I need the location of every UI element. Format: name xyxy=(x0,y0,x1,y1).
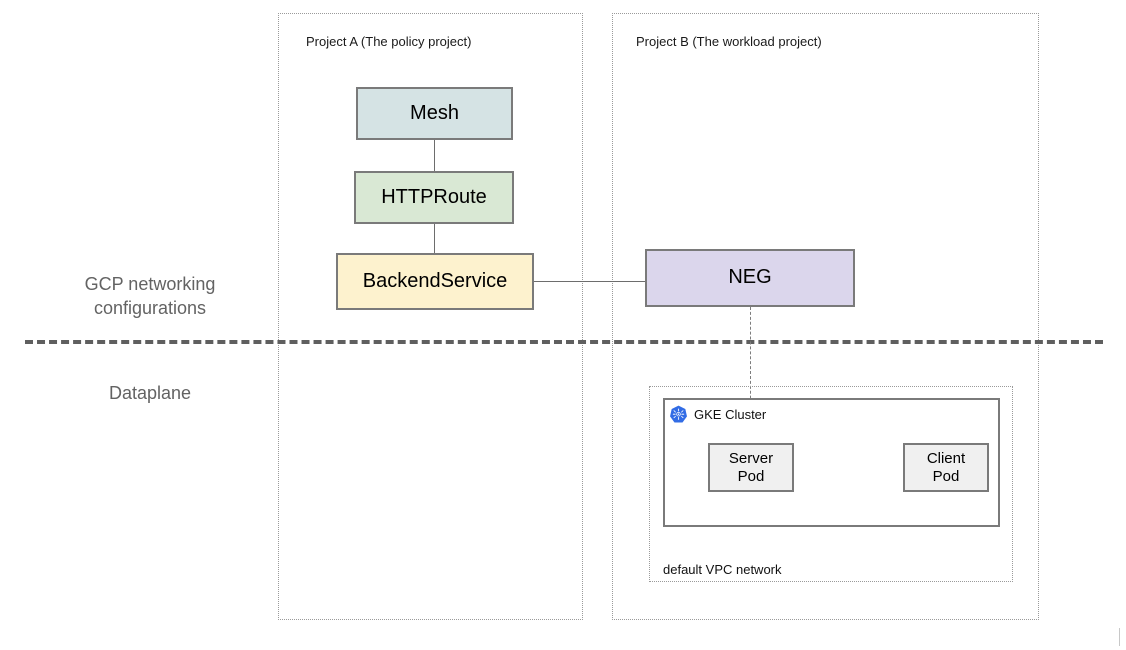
pod-server-label-line1: Server xyxy=(728,449,774,467)
project-a-label: Project A (The policy project) xyxy=(306,34,472,49)
connector-backendservice-neg xyxy=(534,281,645,282)
node-httproute[interactable]: HTTPRoute xyxy=(354,171,514,224)
region-label-networking: GCP networking configurations xyxy=(84,274,216,319)
gke-cluster-label: GKE Cluster xyxy=(694,407,767,422)
pod-server[interactable]: Server Pod xyxy=(708,443,794,492)
node-mesh-label: Mesh xyxy=(410,101,459,124)
vpc-network-label: default VPC network xyxy=(663,562,782,577)
project-b-label: Project B (The workload project) xyxy=(636,34,822,49)
connector-mesh-httproute xyxy=(434,140,435,171)
corner-tick xyxy=(1119,628,1120,646)
project-b-container xyxy=(612,13,1039,620)
pod-server-label-line2: Pod xyxy=(737,467,765,485)
kubernetes-icon xyxy=(670,405,687,423)
node-neg-label: NEG xyxy=(728,266,772,289)
region-label-dataplane: Dataplane xyxy=(108,383,192,403)
connector-httproute-backendservice xyxy=(434,224,435,253)
gke-cluster-title: GKE Cluster xyxy=(669,405,766,424)
connector-neg-cluster xyxy=(750,307,751,443)
pod-client-label-line1: Client xyxy=(926,449,966,467)
project-a-container xyxy=(278,13,583,620)
node-neg[interactable]: NEG xyxy=(645,249,855,307)
pod-client-label-line2: Pod xyxy=(932,467,960,485)
node-mesh[interactable]: Mesh xyxy=(356,87,513,140)
pod-client[interactable]: Client Pod xyxy=(903,443,989,492)
plane-divider xyxy=(25,340,1103,344)
node-httproute-label: HTTPRoute xyxy=(381,185,487,208)
node-backendservice-label: BackendService xyxy=(362,269,508,292)
vpc-network-container xyxy=(649,386,1013,582)
node-backendservice[interactable]: BackendService xyxy=(336,253,534,310)
